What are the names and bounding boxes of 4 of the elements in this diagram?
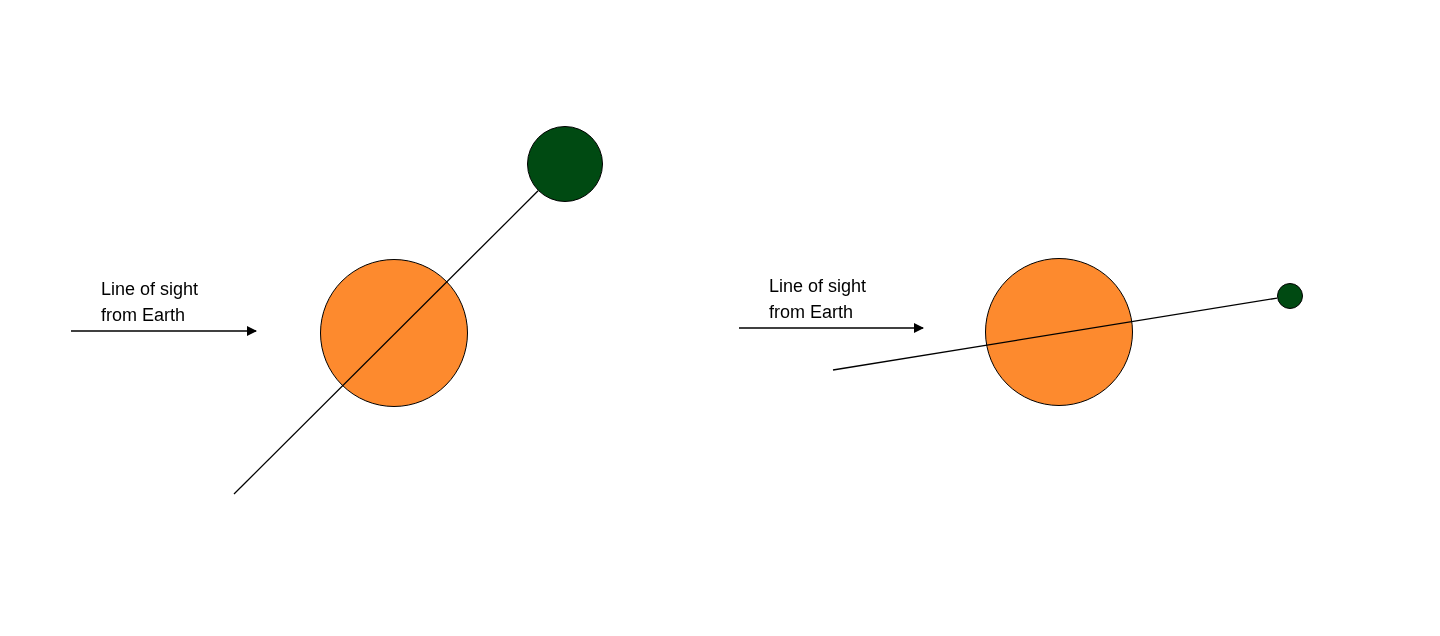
orbit-line	[233, 190, 539, 495]
caption-text: Line of sight from Earth	[101, 278, 200, 327]
orbit-line	[832, 297, 1278, 371]
caption-text: Line of sight from Earth	[769, 275, 868, 324]
